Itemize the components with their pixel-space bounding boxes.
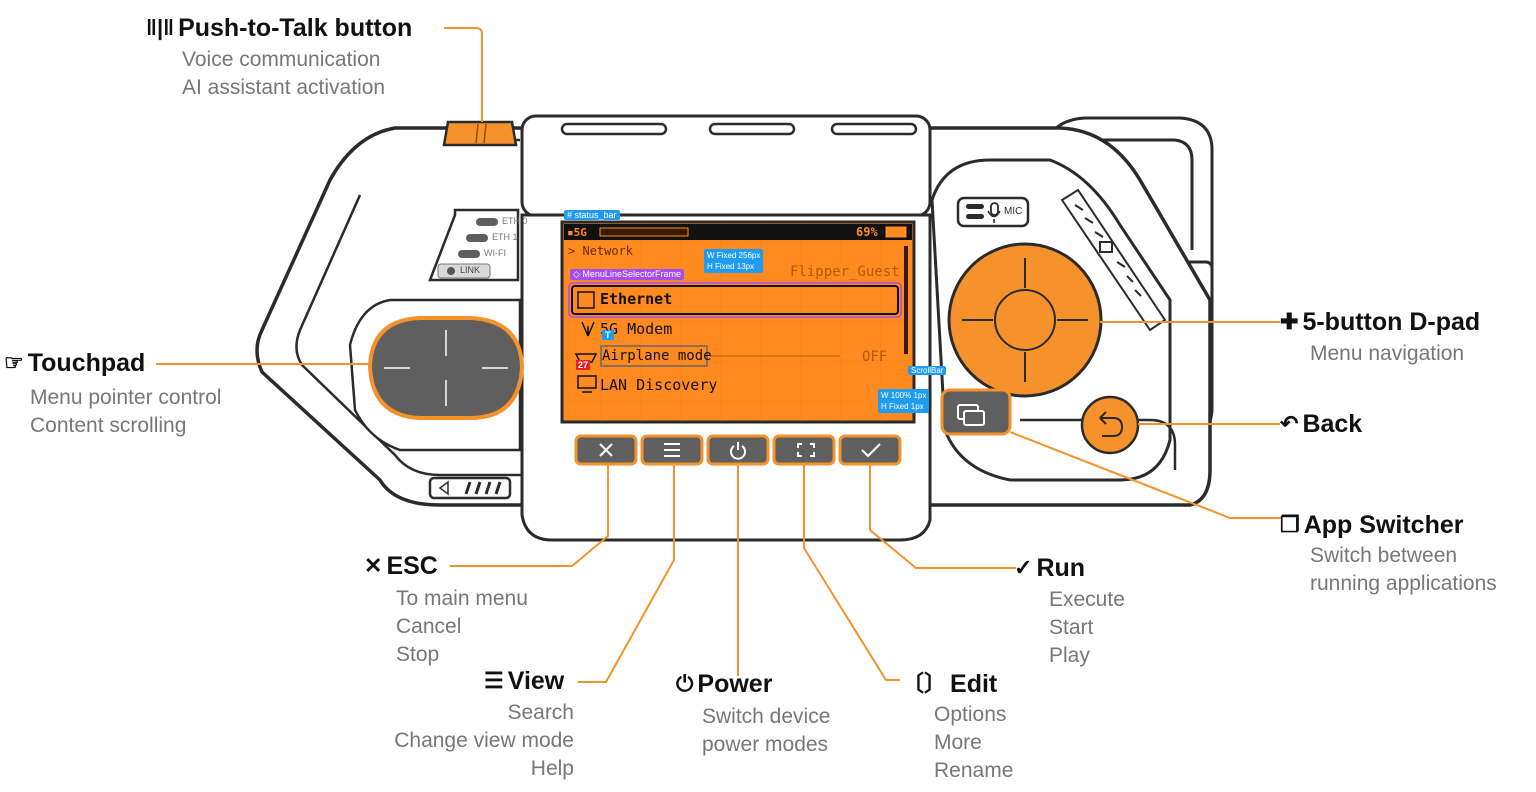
- label-run: ✓Run: [1014, 554, 1086, 582]
- mic-label: MIC: [1004, 206, 1023, 217]
- screen-signal: ▪5G: [567, 226, 587, 239]
- tag-scrollbar: ScrollBar: [908, 366, 947, 375]
- ptt-button-shape[interactable]: [442, 120, 518, 147]
- tag-selector-frame: ◇ MenuLineSelectorFrame: [570, 269, 684, 280]
- x-icon: ✕: [364, 553, 383, 578]
- label-esc: ✕ESC: [364, 552, 438, 580]
- label-view: ☰View: [484, 667, 565, 695]
- windows-icon: ❐: [1280, 512, 1300, 537]
- back-arrow-icon: ↶: [1280, 411, 1299, 436]
- menu-icon: ☰: [484, 668, 504, 693]
- touchpad-shape[interactable]: [367, 316, 525, 420]
- led-label-eth1: ETH 1: [492, 232, 518, 242]
- charge-indicator: [1060, 188, 1167, 332]
- led-label-wifi: WI-FI: [484, 248, 506, 258]
- label-back: ↶Back: [1280, 410, 1363, 438]
- label-push-to-talk: ‖|‖Push-to-Talk button: [146, 14, 413, 42]
- screen-breadcrumb: > Network: [568, 244, 634, 258]
- power-icon: ⏻: [676, 671, 694, 696]
- label-power: ⏻Power: [676, 670, 773, 698]
- screen-badge: 27: [576, 360, 591, 370]
- dpad-shape[interactable]: [947, 242, 1103, 398]
- bottom-buttons[interactable]: [574, 434, 902, 466]
- tag-status-bar: # status_bar: [564, 210, 620, 220]
- touch-icon: ☞: [4, 350, 24, 375]
- app-switcher-shape[interactable]: [940, 388, 1012, 436]
- check-icon: ✓: [1014, 555, 1033, 580]
- speaker-vent: [428, 476, 512, 500]
- waveform-icon: ‖|‖: [146, 15, 175, 40]
- mic-indicator: [956, 196, 1030, 228]
- screen-item-ethernet[interactable]: Ethernet: [600, 290, 673, 308]
- screen-item-airplane-mode[interactable]: Airplane mode: [602, 348, 712, 364]
- status-leds: [437, 218, 498, 279]
- brackets-icon: 〔〕: [902, 671, 947, 696]
- screen-item-lan-discovery[interactable]: LAN Discovery: [600, 376, 718, 394]
- label-edit: 〔〕Edit: [902, 670, 998, 698]
- screen-item-5g-modem[interactable]: 5G Modem: [600, 320, 673, 338]
- led-label-eth0: ETH 0: [502, 216, 528, 226]
- screen-wifi-value: Flipper_Guest: [790, 264, 900, 280]
- label-app-switcher: ❐App Switcher: [1280, 511, 1464, 539]
- dpad-icon: ✚: [1280, 309, 1299, 334]
- screen-battery: 69%: [856, 225, 878, 239]
- label-dpad: ✚5-button D-pad: [1280, 308, 1481, 336]
- screen-item-airplane-value: OFF: [862, 349, 888, 365]
- back-button-shape[interactable]: [1080, 395, 1140, 455]
- link-label: LINK: [460, 265, 481, 275]
- label-touchpad: ☞Touchpad: [4, 349, 146, 377]
- leader-lines: [156, 27, 1282, 683]
- screen-badge-t: T: [602, 330, 614, 340]
- desc-dpad: Menu navigation: [1310, 342, 1465, 365]
